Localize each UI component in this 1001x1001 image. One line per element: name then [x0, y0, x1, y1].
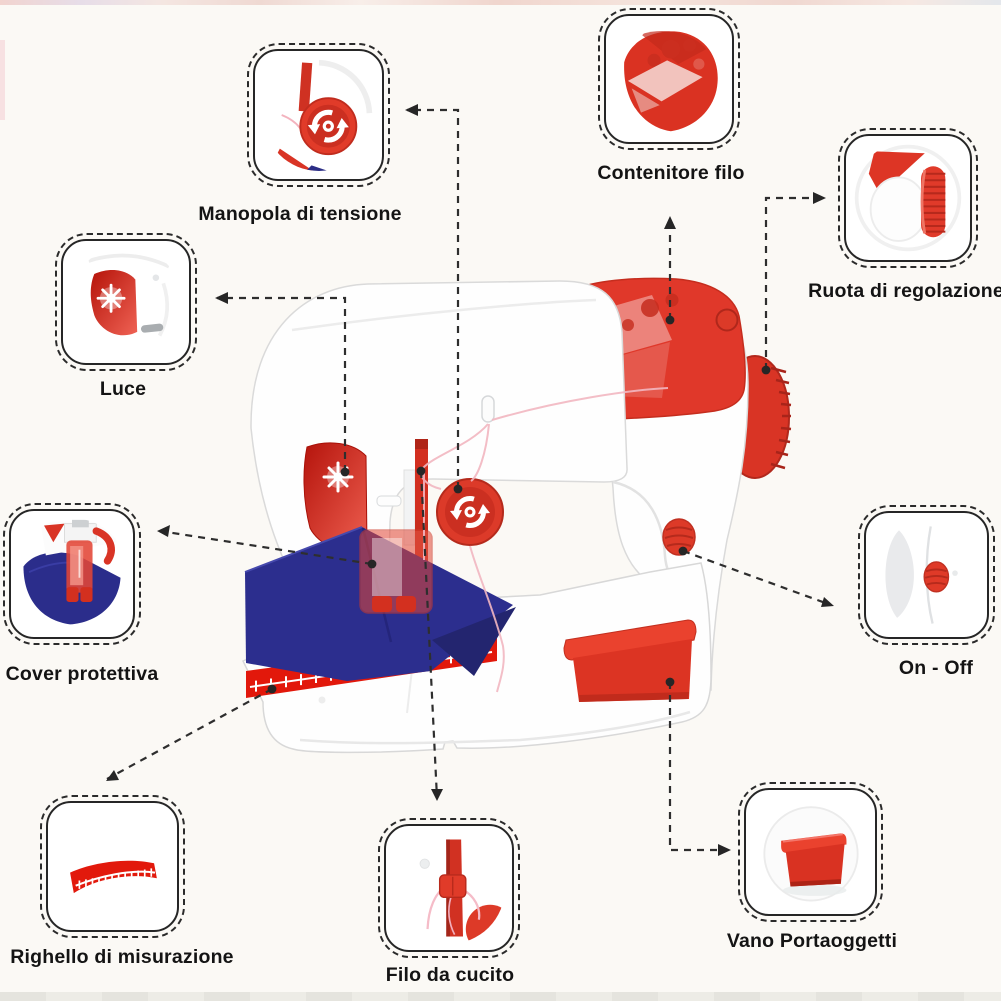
label-contenitore: Contenitore filo — [597, 162, 745, 184]
storage-compartment-photo — [754, 796, 867, 908]
label-righello: Righello di misurazione — [10, 946, 234, 968]
tension-knob-photo — [262, 59, 375, 171]
machine-thread-container — [577, 277, 746, 420]
callout-manopola — [247, 43, 390, 187]
arrowhead-icon — [431, 789, 443, 801]
connector-ruota — [764, 196, 823, 370]
callout-onoff — [858, 505, 995, 645]
protective-cover-photo — [16, 518, 128, 630]
connector-vano — [668, 682, 728, 852]
arrowhead-icon — [106, 770, 119, 781]
callout-luce — [55, 233, 197, 371]
rotate-arrows-icon — [450, 496, 490, 528]
label-luce: Luce — [99, 378, 147, 400]
connector-luce — [217, 296, 347, 472]
label-filo: Filo da cucito — [385, 964, 515, 986]
photo-edge-artifact-top — [0, 0, 1001, 5]
connector-onoff — [682, 549, 832, 607]
arrowhead-icon — [215, 292, 228, 304]
arrowhead-icon — [821, 597, 834, 607]
arrowhead-icon — [718, 844, 731, 856]
label-vano: Vano Portaoggetti — [726, 930, 898, 952]
thread-container-photo — [613, 23, 725, 135]
callout-righello — [40, 795, 185, 938]
machine-storage-drawer — [563, 619, 697, 702]
connector-righello — [106, 688, 273, 780]
machine-thread-guide — [481, 395, 495, 423]
callout-ruota — [838, 128, 978, 268]
machine-top-knob — [715, 308, 739, 332]
arrowhead-icon — [157, 525, 170, 537]
light-photo — [70, 246, 182, 358]
connector-filo — [419, 470, 439, 799]
machine-tension-knob — [436, 478, 504, 546]
label-manopola: Manopola di tensione — [198, 203, 402, 225]
adjustment-wheel-photo — [852, 142, 964, 254]
label-cover: Cover protettiva — [5, 663, 159, 685]
connector-manopola — [407, 108, 460, 489]
connector-cover — [159, 529, 373, 566]
machine-light — [303, 442, 368, 553]
machine-onoff-button — [662, 518, 696, 556]
label-ruota: Ruota di regolazione — [808, 280, 1001, 302]
callout-filo — [378, 818, 520, 958]
on-off-switch-photo — [870, 519, 983, 631]
sparkle-icon — [322, 461, 354, 493]
callout-connectors — [106, 108, 832, 852]
photo-edge-artifact-bottom — [0, 992, 1001, 1001]
label-onoff: On - Off — [898, 657, 974, 679]
arrowhead-icon — [405, 104, 418, 116]
measuring-ruler-photo — [56, 810, 169, 923]
sewing-thread-photo — [393, 832, 505, 944]
arrowhead-icon — [813, 192, 826, 204]
machine-needle-guard — [359, 529, 433, 614]
callout-cover — [3, 503, 141, 645]
connector-endpoints — [106, 104, 834, 856]
callout-contenitore — [598, 8, 740, 150]
callout-vano — [738, 782, 883, 922]
arrowhead-icon — [664, 216, 676, 229]
photo-edge-artifact-left — [0, 40, 5, 120]
